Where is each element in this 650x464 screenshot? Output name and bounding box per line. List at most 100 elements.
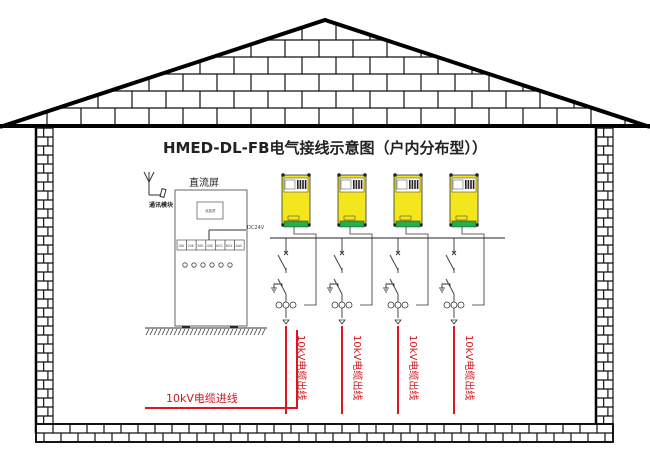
ground-hatch <box>181 328 186 336</box>
ground-hatch <box>221 328 226 336</box>
feeder-unit: 10kV电缆出线 <box>271 173 317 414</box>
device-button <box>455 215 468 221</box>
ground-hatch <box>233 328 238 336</box>
feeder-units: 10kV电缆出线 10kV电缆出线 10kV电缆出线 10kV电缆出线 <box>271 173 485 414</box>
current-transformer <box>338 301 346 309</box>
comm-module-label: 通讯模块 <box>149 201 174 209</box>
indicator-lamp <box>227 262 233 268</box>
terminal-label: KO1 <box>216 244 222 248</box>
device-button <box>287 215 300 221</box>
ground-hatch <box>257 328 262 336</box>
ground-hatch <box>185 328 190 336</box>
current-transformer <box>387 301 395 309</box>
ground-hatch <box>205 328 210 336</box>
indicator-lamp <box>209 262 215 268</box>
ground-hatch <box>213 328 218 336</box>
dc-voltage-label: DC24V <box>247 225 265 231</box>
ground-hatch <box>161 328 166 336</box>
ground-hatch <box>245 328 250 336</box>
wall-column <box>594 127 614 434</box>
disconnector-switch <box>445 254 455 271</box>
indicator-lamp <box>200 262 206 268</box>
diagram-title: HMED-DL-FB电气接线示意图（户内分布型）） <box>162 139 488 157</box>
ground-hatch <box>225 328 230 336</box>
cable-termination <box>394 319 402 325</box>
ground-hatch <box>189 328 194 336</box>
cable-termination <box>450 319 458 325</box>
cable-termination <box>338 319 346 325</box>
ground-hatch <box>209 328 214 336</box>
switchgear <box>383 238 401 318</box>
comm-module: 通讯模块 <box>143 171 174 209</box>
brick-floor <box>35 423 614 443</box>
indicator-lamp <box>191 262 197 268</box>
ground-hatch <box>237 328 242 336</box>
fault-indicator-device <box>337 173 367 228</box>
signal-wire <box>461 227 485 306</box>
ground-hatch <box>169 328 174 336</box>
incoming-cable: 10kV电缆进线 <box>145 330 298 409</box>
ground-hatch <box>173 328 178 336</box>
ground-hatch <box>145 328 150 336</box>
device-label-plate <box>451 177 477 193</box>
ground-hatch <box>229 328 234 336</box>
signal-wire <box>405 227 429 306</box>
ground-hatch <box>177 328 182 336</box>
current-transformer <box>275 301 283 309</box>
signal-wire <box>293 227 317 306</box>
roof-outline <box>0 17 650 129</box>
device-connector <box>339 220 365 228</box>
disconnector-switch <box>333 254 343 271</box>
ground-hatch <box>241 328 246 336</box>
incoming-cable-label: 10kV电缆进线 <box>166 391 238 405</box>
current-transformer <box>289 301 297 309</box>
ground-hatch <box>261 328 266 336</box>
device-connector <box>395 220 421 228</box>
brick-walls <box>34 127 614 434</box>
current-transformer <box>345 301 353 309</box>
current-transformer <box>443 301 451 309</box>
dc-panel-display <box>196 201 224 220</box>
outgoing-cable-label: 10kV电缆出线 <box>351 335 364 400</box>
terminal-label: 10K <box>178 244 185 248</box>
ground-hatch <box>253 328 258 336</box>
dc-panel-display-label: 液晶屏 <box>205 208 216 213</box>
current-transformer <box>282 301 290 309</box>
device-connector <box>283 220 309 228</box>
ground-hatch <box>201 328 206 336</box>
outgoing-cable-label: 10kV电缆出线 <box>463 335 476 400</box>
feeder-unit: 10kV电缆出线 <box>439 173 485 414</box>
outgoing-cable-label: 10kV电缆出线 <box>407 335 420 400</box>
terminal-label: 30K <box>197 244 204 248</box>
indicator-lamps <box>182 262 233 268</box>
current-transformer <box>457 301 465 309</box>
ground-hatch <box>153 328 158 336</box>
device-button <box>399 215 412 221</box>
outgoing-cable-label: 10kV电缆出线 <box>295 335 308 400</box>
device-button <box>343 215 356 221</box>
device-label-plate <box>395 177 421 193</box>
wall-column <box>34 127 54 434</box>
antenna-icon <box>143 171 167 198</box>
device-connector <box>451 220 477 228</box>
fault-indicator-device <box>281 173 311 228</box>
current-transformer <box>450 301 458 309</box>
device-label-plate <box>339 177 365 193</box>
terminal-label: 20K <box>188 244 195 248</box>
dc-panel-label: 直流屏 <box>189 176 219 189</box>
feeder-unit: 10kV电缆出线 <box>327 173 373 414</box>
indicator-lamp <box>218 262 224 268</box>
current-transformer <box>401 301 409 309</box>
current-transformer <box>331 301 339 309</box>
terminal-label: 40K <box>207 244 214 248</box>
indicator-lamp <box>182 262 188 268</box>
ground-hatch <box>197 328 202 336</box>
ground-hatch <box>217 328 222 336</box>
ground-hatch <box>193 328 198 336</box>
switchgear <box>271 238 289 318</box>
cable-termination <box>282 319 290 325</box>
roof <box>0 17 650 129</box>
signal-wire <box>349 227 373 306</box>
